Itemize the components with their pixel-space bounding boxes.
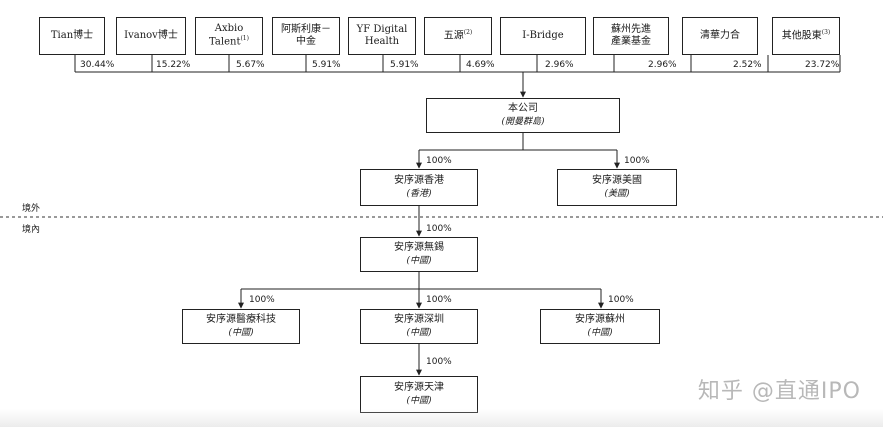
pct-tian: 30.44% <box>80 60 115 70</box>
own-tianjin: 100% <box>426 357 452 367</box>
onshore-label: 境內 <box>22 225 41 235</box>
offshore-label: 境外 <box>22 204 41 214</box>
shareholder-axbio-talent: Axbio Talent(1) <box>195 17 263 55</box>
entity-jurisdiction: (中國) <box>406 328 432 339</box>
pct-axbio: 5.67% <box>236 60 265 70</box>
shareholder-name: 蘇州先進 <box>611 23 651 35</box>
entity-name: 安序源天津 <box>394 381 444 393</box>
pct-yf: 5.91% <box>390 60 419 70</box>
pct-i-bridge: 2.96% <box>545 60 574 70</box>
entity-jurisdiction: (香港) <box>406 189 432 200</box>
shareholder-name-line2: 中金 <box>296 36 316 47</box>
shareholder-tsinghua-leaguer: 清華力合 <box>682 17 758 55</box>
shareholder-name: Ivanov博士 <box>124 29 178 41</box>
shareholder-name-line2: 產業基金 <box>611 36 651 47</box>
footnote-mark: (3) <box>821 29 831 37</box>
shareholder-suzhou-industry-fund: 蘇州先進 產業基金 <box>593 17 669 55</box>
entity-jurisdiction: (中國) <box>587 328 613 339</box>
pct-others: 23.72% <box>805 60 840 70</box>
pct-astrazeneca: 5.91% <box>312 60 341 70</box>
entity-jurisdiction: (中國) <box>406 256 432 267</box>
entity-jurisdiction: (中國) <box>406 396 432 407</box>
shareholder-others: 其他股東(3) <box>772 17 840 55</box>
shareholder-name: 清華力合 <box>700 29 740 41</box>
entity-name: 安序源蘇州 <box>575 313 625 325</box>
own-us: 100% <box>624 156 650 166</box>
footnote-mark: (1) <box>240 35 249 43</box>
entity-name: 安序源無錫 <box>394 241 444 253</box>
pct-suzhou-fund: 2.96% <box>648 60 677 70</box>
shareholder-name-line2: Health <box>364 36 400 47</box>
entity-wuxi: 安序源無錫 (中國) <box>360 237 478 272</box>
footnote-mark: (2) <box>463 29 473 37</box>
own-medtech: 100% <box>249 295 275 305</box>
entity-name: 安序源香港 <box>394 174 444 186</box>
shareholder-name: Axbio Talent <box>209 22 244 48</box>
shareholder-name: 其他股東 <box>781 30 822 42</box>
shareholder-name: YF Digital <box>356 23 408 35</box>
pct-wuyuan: 4.69% <box>466 60 495 70</box>
entity-tianjin: 安序源天津 (中國) <box>360 376 478 413</box>
shareholder-ivanov: Ivanov博士 <box>116 17 186 55</box>
shareholder-name: 阿斯利康－ <box>281 23 331 35</box>
own-hk: 100% <box>426 156 452 166</box>
bottom-shadow <box>0 409 883 427</box>
shareholder-name: I-Bridge <box>522 29 564 41</box>
entity-jurisdiction: (中國) <box>228 328 254 339</box>
shareholder-yf-digital-health: YF Digital Health <box>348 17 416 55</box>
entity-jurisdiction: (美國) <box>604 189 630 200</box>
entity-name: 安序源美國 <box>592 174 642 186</box>
entity-medtech: 安序源醫療科技 (中國) <box>182 309 300 344</box>
shareholder-name: 五源 <box>443 30 464 42</box>
shareholder-name: Tian博士 <box>50 29 94 41</box>
entity-us: 安序源美國 (美國) <box>557 169 677 206</box>
entity-suzhou: 安序源蘇州 (中國) <box>540 309 660 344</box>
shareholder-i-bridge: I-Bridge <box>500 17 586 55</box>
shareholder-astrazeneca-cicc: 阿斯利康－ 中金 <box>272 17 340 55</box>
pct-tsinghua: 2.52% <box>733 60 762 70</box>
watermark: 知乎 @直通IPO <box>697 379 861 404</box>
shareholder-tian: Tian博士 <box>39 17 105 55</box>
pct-ivanov: 15.22% <box>156 60 191 70</box>
entity-name: 安序源深圳 <box>394 313 444 325</box>
entity-shenzhen: 安序源深圳 (中國) <box>360 309 478 344</box>
shareholder-wuyuan: 五源(2) <box>424 17 492 55</box>
entity-company: 本公司 (開曼群島) <box>426 98 620 133</box>
entity-jurisdiction: (開曼群島) <box>501 117 545 128</box>
own-wuxi: 100% <box>426 224 452 234</box>
own-suzhou: 100% <box>608 295 634 305</box>
entity-hk: 安序源香港 (香港) <box>360 169 478 206</box>
entity-name: 本公司 <box>508 102 538 114</box>
own-shenzhen: 100% <box>426 295 452 305</box>
entity-name: 安序源醫療科技 <box>206 313 276 325</box>
